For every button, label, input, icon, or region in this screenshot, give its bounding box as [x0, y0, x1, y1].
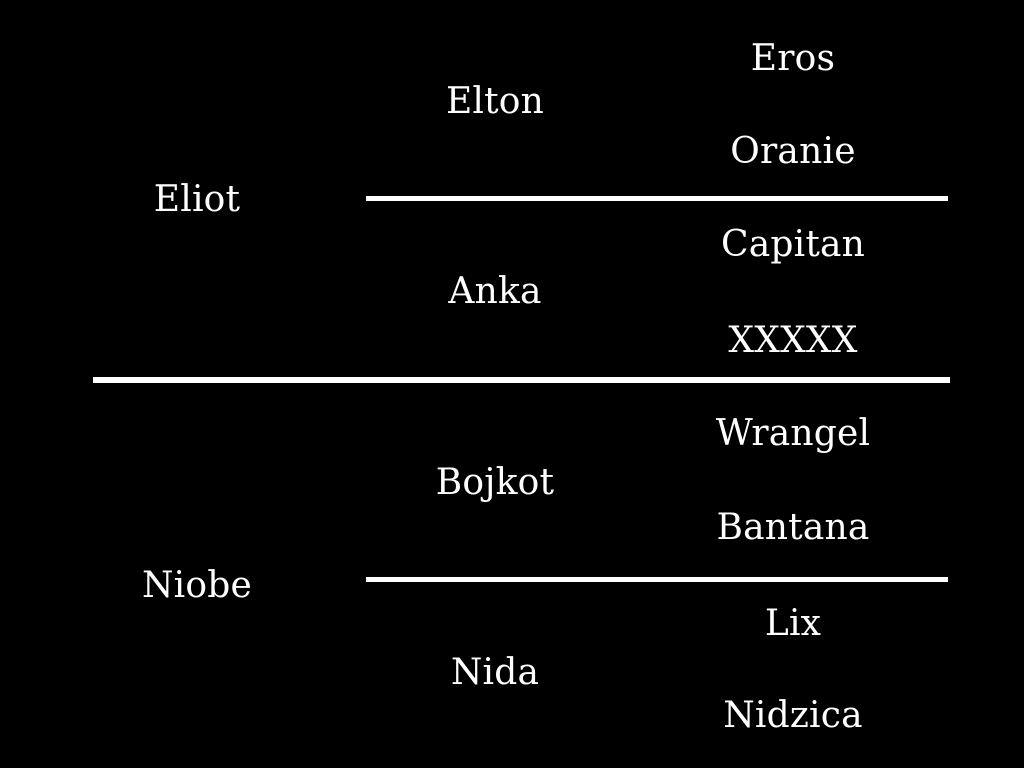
node-leaf-capitan[interactable]: Capitan	[720, 224, 866, 265]
node-branch-anka[interactable]: Anka	[448, 271, 542, 312]
node-branch-bojkot[interactable]: Bojkot	[435, 462, 555, 503]
node-leaf-eros[interactable]: Eros	[750, 38, 836, 79]
divider-line-main	[93, 377, 950, 383]
node-leaf-xxxxx[interactable]: XXXXX	[728, 320, 858, 361]
node-branch-elton[interactable]: Elton	[445, 81, 545, 122]
node-branch-nida[interactable]: Nida	[450, 652, 540, 693]
node-leaf-bantana[interactable]: Bantana	[716, 507, 870, 548]
node-leaf-nidzica[interactable]: Nidzica	[723, 695, 863, 736]
divider-line-lower	[366, 577, 948, 582]
node-leaf-lix[interactable]: Lix	[764, 603, 822, 644]
node-leaf-wrangel[interactable]: Wrangel	[715, 413, 871, 454]
node-root-bottom[interactable]: Niobe	[141, 565, 253, 606]
divider-line-upper	[366, 196, 948, 201]
node-leaf-oranie[interactable]: Oranie	[730, 131, 856, 172]
node-root-top[interactable]: Eliot	[153, 179, 241, 220]
